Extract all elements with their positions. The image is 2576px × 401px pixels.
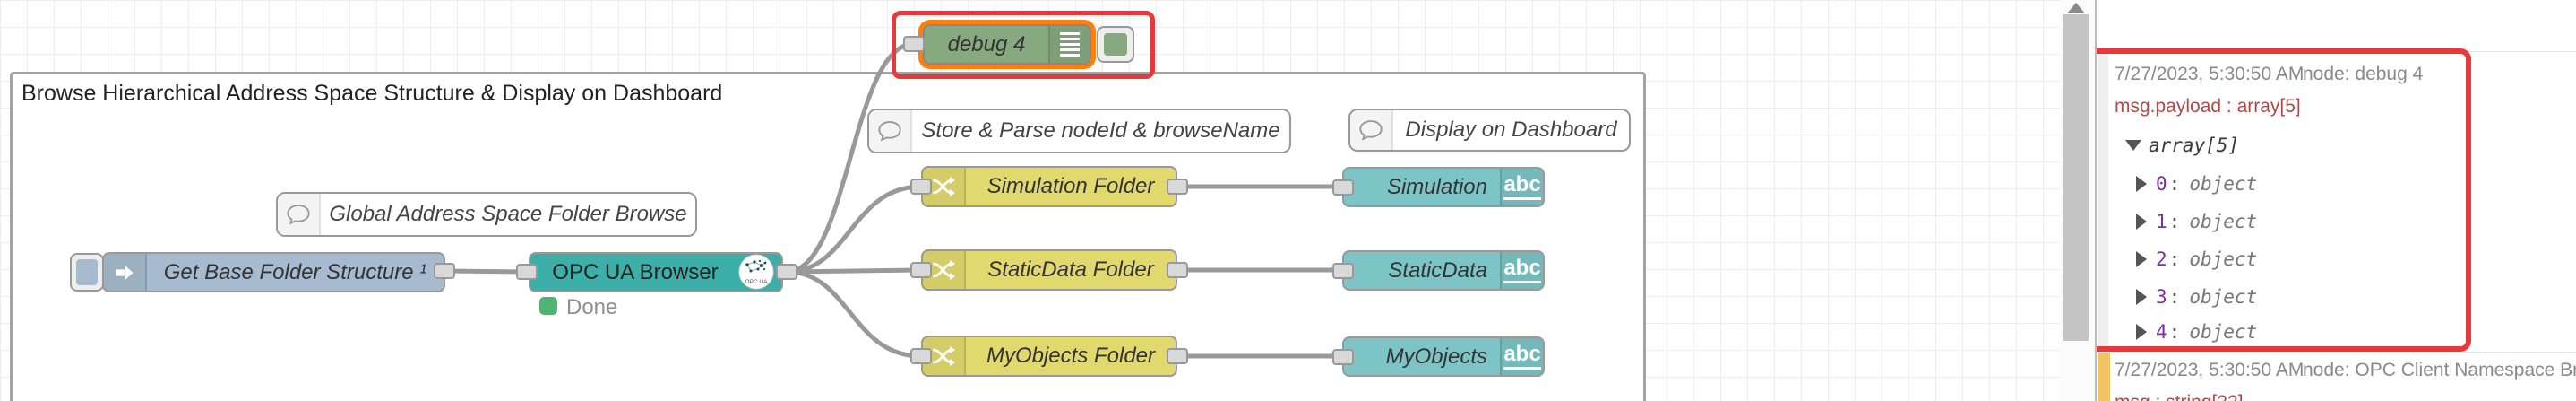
collapse-icon[interactable]	[2125, 140, 2141, 151]
debug-array-item[interactable]: 1:object	[2136, 211, 2257, 232]
ui-text-node-label: MyObjects	[1385, 344, 1487, 369]
comment-node-display-dashboard[interactable]: Display on Dashboard	[1348, 109, 1631, 152]
wire-inject-to-browser[interactable]	[444, 268, 528, 275]
inject-arrow-icon	[104, 254, 147, 291]
debug-array-item[interactable]: 2:object	[2136, 248, 2257, 270]
port-simulation-folder-output[interactable]	[1167, 179, 1188, 195]
debug-array-item[interactable]: 0:object	[2136, 173, 2257, 195]
port-simulation-folder-input[interactable]	[910, 179, 932, 195]
node-status-dot	[539, 297, 557, 315]
switch-node-label: Simulation Folder	[986, 174, 1155, 198]
expand-icon[interactable]	[2136, 251, 2147, 267]
comment-label: Store & Parse nodeId & browseName	[921, 118, 1280, 143]
debug-enable-toggle[interactable]	[1097, 26, 1134, 63]
comment-bubble-icon	[1350, 110, 1393, 150]
switch-node-label: StaticData Folder	[987, 257, 1154, 282]
port-browser-input[interactable]	[516, 264, 538, 280]
port-inject-output[interactable]	[434, 263, 455, 279]
opcua-logo-icon: OPC UA	[738, 254, 774, 290]
inject-node-label: Get Base Folder Structure ¹	[163, 259, 427, 284]
debug-enable-toggle-face	[1104, 33, 1127, 56]
canvas-vertical-scrollbar[interactable]	[2061, 0, 2095, 401]
port-browser-output[interactable]	[776, 264, 797, 280]
inject-run-button[interactable]	[70, 253, 104, 292]
debug-array-item[interactable]: 3:object	[2136, 286, 2257, 308]
switch-node-simulation-folder[interactable]: Simulation Folder	[921, 166, 1177, 207]
svg-text:OPC UA: OPC UA	[745, 279, 769, 285]
comment-node-global-browse[interactable]: Global Address Space Folder Browse	[276, 192, 697, 237]
expand-icon[interactable]	[2136, 214, 2147, 230]
scroll-up-arrow-icon[interactable]	[2067, 3, 2085, 13]
switch-node-myobjects-folder[interactable]: MyObjects Folder	[921, 336, 1177, 377]
sidebar-divider[interactable]	[2095, 0, 2097, 401]
debug-message-2[interactable]: 7/27/2023, 5:30:50 AM node: OPC Client N…	[2097, 352, 2576, 401]
message-property: msg.payload : array[5]	[2115, 96, 2301, 117]
annotation-box-debug-message	[2097, 48, 2471, 352]
message-property: msg : string[22]	[2115, 392, 2244, 401]
annotation-box-debug-node	[892, 11, 1155, 79]
message-node-name: node: debug 4	[2303, 64, 2424, 84]
port-staticdata-text-input[interactable]	[1332, 263, 1354, 279]
abc-text-icon: abc	[1500, 252, 1543, 289]
flow-canvas[interactable]: Browse Hierarchical Address Space Struct…	[0, 0, 2061, 401]
debug-array-item[interactable]: 4:object	[2136, 321, 2257, 343]
port-myobjects-folder-input[interactable]	[910, 348, 932, 364]
message-meta: 7/27/2023, 5:30:50 AM node: OPC Client N…	[2115, 360, 2576, 381]
message-node-name: node: OPC Client Namespace Brow	[2303, 360, 2576, 380]
message-accent-bar	[2098, 52, 2108, 353]
port-myobjects-folder-output[interactable]	[1167, 348, 1188, 364]
comment-bubble-icon	[278, 194, 321, 235]
port-myobjects-text-input[interactable]	[1332, 349, 1354, 365]
ui-text-node-simulation[interactable]: Simulation abc	[1342, 167, 1545, 207]
comment-label: Display on Dashboard	[1405, 118, 1617, 142]
scrollbar-thumb[interactable]	[2063, 14, 2089, 341]
message-timestamp: 7/27/2023, 5:30:50 AM	[2115, 64, 2305, 84]
inject-node[interactable]: Get Base Folder Structure ¹	[102, 252, 445, 292]
ui-text-node-staticdata[interactable]: StaticData abc	[1342, 250, 1545, 291]
group-label: Browse Hierarchical Address Space Struct…	[22, 81, 723, 106]
debug-sidebar: 7/27/2023, 5:30:50 AM node: debug 4 msg.…	[2097, 0, 2576, 401]
wire-browser-to-staticdata-folder[interactable]	[786, 267, 922, 275]
switch-node-label: MyObjects Folder	[986, 344, 1156, 368]
message-timestamp: 7/27/2023, 5:30:50 AM	[2115, 360, 2305, 380]
expand-icon[interactable]	[2136, 176, 2147, 192]
debug-node[interactable]: debug 4	[923, 24, 1091, 65]
wire-browser-to-simulation-folder[interactable]	[786, 184, 922, 275]
node-status-text: Done	[566, 295, 618, 319]
message-meta: 7/27/2023, 5:30:50 AM node: debug 4	[2115, 64, 2423, 85]
port-simulation-text-input[interactable]	[1332, 179, 1354, 196]
message-accent-bar	[2098, 353, 2110, 401]
comment-label: Global Address Space Folder Browse	[329, 202, 687, 226]
expand-icon[interactable]	[2136, 324, 2147, 340]
comment-bubble-icon	[869, 110, 912, 152]
debug-list-icon	[1048, 26, 1090, 63]
abc-text-icon: abc	[1500, 169, 1543, 205]
debug-node-label: debug 4	[947, 31, 1026, 57]
port-staticdata-folder-output[interactable]	[1167, 262, 1188, 278]
debug-message-1[interactable]: 7/27/2023, 5:30:50 AM node: debug 4 msg.…	[2097, 51, 2576, 353]
opcua-browser-label: OPC UA Browser	[552, 259, 719, 284]
ui-text-node-label: Simulation	[1386, 174, 1487, 199]
port-staticdata-folder-input[interactable]	[910, 262, 932, 278]
port-debug-input[interactable]	[903, 36, 925, 52]
ui-text-node-label: StaticData	[1388, 257, 1487, 283]
debug-array-root[interactable]: array[5]	[2125, 135, 2239, 156]
switch-icon	[923, 168, 966, 205]
switch-node-staticdata-folder[interactable]: StaticData Folder	[921, 249, 1177, 291]
expand-icon[interactable]	[2136, 289, 2147, 305]
ui-text-node-myobjects[interactable]: MyObjects abc	[1342, 336, 1545, 377]
wire-browser-to-debug[interactable]	[786, 41, 915, 275]
inject-run-button-face	[76, 259, 98, 285]
wire-browser-to-myobjects-folder[interactable]	[786, 269, 922, 359]
abc-text-icon: abc	[1500, 338, 1543, 375]
comment-node-store-parse[interactable]: Store & Parse nodeId & browseName	[867, 109, 1291, 153]
